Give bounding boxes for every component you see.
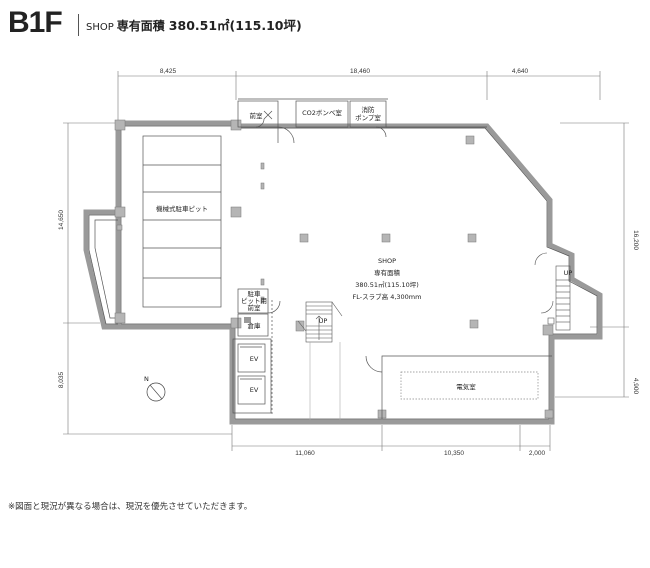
header-divider (78, 14, 79, 36)
area-value: 380.51㎡(115.10坪) (168, 18, 302, 33)
unit-kind: SHOP (86, 22, 114, 33)
column-small (260, 162, 265, 170)
dim-right-1: 16,200 (632, 230, 639, 250)
storage-fixture (244, 317, 251, 323)
parking-front-room (237, 288, 269, 314)
room-label-pump-1: 消防 (362, 105, 376, 114)
stair-up-label-right: UP (564, 269, 573, 277)
pump-room (349, 100, 387, 128)
fixture-mark (263, 110, 273, 120)
column (465, 135, 475, 145)
column (299, 233, 309, 243)
dim-top-2: 18,460 (350, 68, 370, 75)
dim-top-3: 4,640 (512, 68, 529, 75)
column (542, 324, 554, 336)
parking-pit (142, 135, 222, 308)
column (230, 119, 242, 131)
dim-top-1: 8,425 (160, 68, 177, 75)
room-label-parking-front-3: 前室 (248, 303, 262, 312)
stair-diagonal (297, 320, 307, 332)
compass-circle (146, 382, 166, 402)
column (467, 233, 477, 243)
door-swing (540, 300, 554, 314)
room-label-front-room: 前室 (250, 111, 264, 120)
area-label: 専有面積 (116, 19, 165, 33)
disclaimer-note: ※図面と現況が異なる場合は、現況を優先させていただきます。 (8, 502, 253, 512)
column-small (260, 278, 265, 286)
shop-area-label: 専有面積 (374, 268, 401, 277)
column (230, 317, 242, 329)
room-label-electric: 電気室 (456, 382, 476, 391)
room-label-pump-2: ポンプ室 (355, 113, 381, 122)
column (295, 320, 305, 332)
electric-room-wall (381, 355, 552, 419)
column (230, 206, 242, 218)
room-label-storage: 倉庫 (248, 321, 262, 330)
dim-left-1: 14,650 (58, 210, 65, 230)
room-label-ev-1: EV (250, 355, 259, 363)
compass-axis (149, 384, 163, 400)
inner-wall-line (120, 125, 598, 420)
shop-title: SHOP (378, 257, 396, 265)
door-swing (365, 355, 383, 373)
ev-1 (237, 343, 266, 373)
ev-2 (237, 375, 266, 405)
room-label-co2: CO2ボンベ室 (302, 108, 342, 117)
inner-wall-line-bay (88, 214, 118, 325)
dim-bottom-3: 2,000 (529, 450, 546, 457)
stair-up-label-center: UP (319, 317, 328, 325)
electric-equipment (400, 371, 539, 400)
column (469, 319, 479, 329)
dim-right-2: 4,900 (632, 378, 639, 395)
column-small (116, 224, 123, 231)
door-swing (277, 126, 295, 144)
dim-left-2: 8,035 (58, 371, 65, 388)
ev-shaft (232, 338, 272, 414)
stair-center (305, 301, 333, 343)
column (544, 409, 554, 419)
room-label-ev-2: EV (250, 386, 259, 394)
dim-bottom-2: 10,350 (444, 450, 464, 457)
bay-inner-line (94, 219, 118, 319)
stair-diagonal (331, 301, 343, 317)
shop-ceiling-height: FL-スラブ高 4,300mm (353, 292, 422, 301)
storage-room (237, 313, 269, 337)
compass-north-label: N (144, 375, 149, 383)
floor-label: B1F (8, 6, 63, 39)
co2-room (295, 100, 349, 128)
outer-wall (115, 120, 603, 425)
north-compass: N (144, 375, 166, 402)
column (114, 119, 126, 131)
stair-arrow-head (315, 315, 323, 320)
shop-area-value: 380.51㎡(115.10坪) (355, 280, 419, 289)
door-swing (255, 118, 265, 128)
column (381, 233, 391, 243)
column-small (260, 182, 265, 190)
column (114, 312, 126, 324)
column-small (260, 296, 265, 304)
dim-bottom-1: 11,060 (295, 450, 315, 457)
column (114, 206, 126, 218)
room-label-parking-pit: 機械式駐車ピット (156, 204, 208, 213)
door-swing (267, 300, 281, 314)
door-swing (534, 252, 548, 266)
stair-fixture (547, 317, 555, 325)
outer-wall-bay (83, 209, 118, 330)
room-label-parking-front-1: 駐車 (248, 289, 262, 298)
door-swing (375, 126, 387, 138)
room-label-parking-front-2: ピット用 (241, 297, 267, 305)
